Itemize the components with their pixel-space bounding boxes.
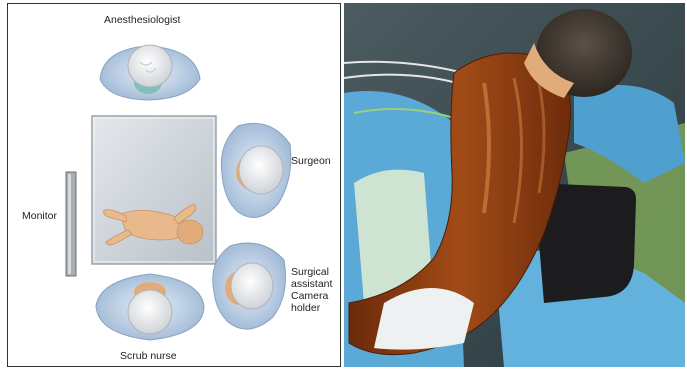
patient-photo-illustration [344,3,685,367]
label-scrub-nurse: Scrub nurse [120,350,177,362]
label-anesthesiologist: Anesthesiologist [104,14,180,26]
label-surgical-assistant-line3: Camera [291,290,332,302]
surgical-assistant-figure [213,243,286,329]
monitor-bar [66,172,76,276]
label-surgical-assistant-line2: assistant [291,278,332,290]
anesthesiologist-figure [100,45,200,100]
scrub-nurse-figure [96,274,204,340]
label-surgical-assistant-line4: holder [291,302,332,314]
patient-photo [344,3,685,367]
label-monitor: Monitor [22,210,57,222]
label-surgical-assistant: Surgical assistant Camera holder [291,266,332,314]
surgeon-figure [221,123,290,217]
or-layout-diagram: Anesthesiologist Surgeon Monitor Surgica… [7,3,341,367]
label-surgeon: Surgeon [291,155,331,167]
label-surgical-assistant-line1: Surgical [291,266,332,278]
